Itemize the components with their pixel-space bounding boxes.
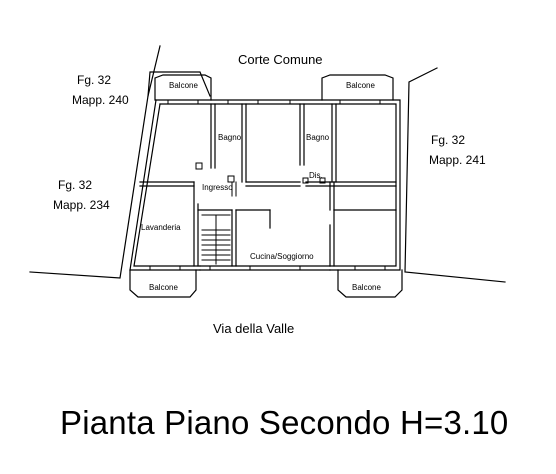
room-label-laundry: Lavanderia: [141, 223, 181, 232]
e-parcel-map: Mapp. 241: [429, 153, 486, 167]
room-label-closet: Dis.: [309, 171, 323, 180]
lot-boundary-lines: [29, 45, 506, 283]
room-label-balcony-ne: Balcone: [346, 81, 375, 90]
w-parcel-sheet: Fg. 32: [58, 178, 93, 192]
w-parcel-map: Mapp. 234: [53, 198, 110, 212]
nw-parcel-sheet: Fg. 32: [77, 73, 112, 87]
balcony-top-left-outline: [154, 74, 212, 101]
balcony-bottom-left-outline: [129, 269, 197, 298]
room-label-balcony-sw: Balcone: [149, 283, 178, 292]
e-parcel-sheet: Fg. 32: [431, 133, 466, 147]
interior-walls: [139, 103, 397, 267]
plan-title: Pianta Piano Secondo H=3.10: [60, 404, 509, 441]
nw-parcel-map: Mapp. 240: [72, 93, 129, 107]
room-label-entrance: Ingresso: [202, 183, 233, 192]
north-neighbor-label: Corte Comune: [238, 52, 323, 67]
room-label-balcony-nw: Balcone: [169, 81, 198, 90]
room-label-balcony-se: Balcone: [352, 283, 381, 292]
door-marks: [195, 162, 326, 197]
exterior-walls: [129, 99, 401, 271]
street-label: Via della Valle: [213, 321, 295, 336]
room-label-bath-2: Bagno: [306, 133, 330, 142]
balcony-bottom-right-outline: [337, 269, 403, 298]
room-label-kitchen-living: Cucina/Soggiorno: [250, 252, 314, 261]
room-label-bath-1: Bagno: [218, 133, 242, 142]
staircase: [201, 214, 231, 265]
balcony-top-right-outline: [321, 74, 394, 101]
window-marks: [149, 99, 386, 271]
